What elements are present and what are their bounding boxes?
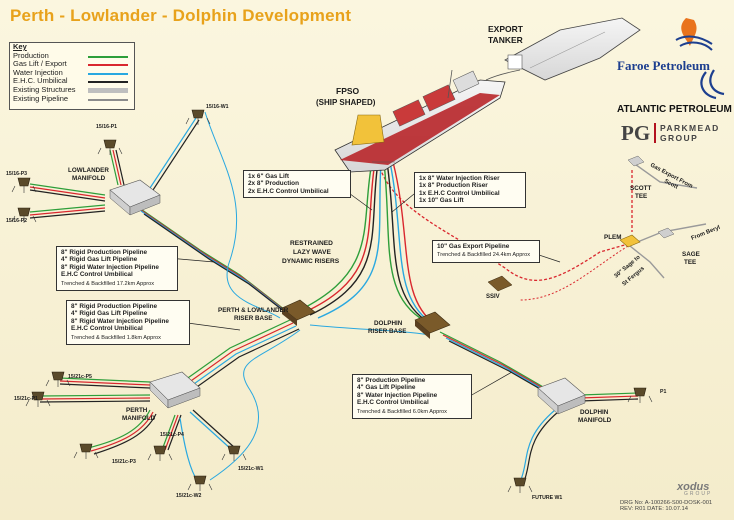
riser-callout-left: 1x 6" Gas Lift 2x 8" Production 2x E.H.C… (243, 170, 351, 199)
well-label: 15/16-P3 (6, 171, 27, 177)
perth-lowlander-riser-base-label-1: PERTH & LOWLANDER (218, 307, 289, 314)
riser-callout-right: 1x 8" Water Injection Riser 1x 8" Produc… (414, 172, 526, 208)
leader-lines (167, 187, 561, 397)
dolphin-manifold-label-2: MANIFOLD (578, 417, 612, 424)
risers-label-2: LAZY WAVE (293, 249, 331, 256)
sage-tee-label-1: SAGE (682, 251, 700, 258)
existing-tees (627, 155, 675, 239)
perth-pipelines-note: Trenched & Backfilled 1.8km Approx (71, 334, 161, 341)
perth-flowlines (39, 319, 301, 483)
drawing-info: DRG No: A-100266-S00-DOSK-001 REV: R01 D… (620, 500, 713, 513)
xodus-logo: xodus (677, 481, 710, 493)
scott-tee-label-2: TEE (635, 193, 647, 200)
xodus-logo-sub: GROUP (684, 491, 713, 497)
structure-labels: LOWLANDER MANIFOLD PERTH & LOWLANDER RIS… (68, 167, 700, 424)
fpso-label-1: FPSO (336, 86, 360, 96)
legend-item-existing-structures: Existing Structures (10, 85, 134, 95)
lowlander-manifold-label-1: LOWLANDER (68, 167, 109, 174)
faroe-petroleum-logo-mark (675, 18, 713, 51)
legend-item-production: Production (10, 51, 134, 61)
well-label: 15/16-P1 (96, 124, 117, 130)
well-label: 15/21c-W2 (176, 493, 201, 499)
well-label: 15/21c-P3 (112, 459, 136, 465)
ssiv-label: SSIV (486, 294, 500, 300)
fpso-vessel (334, 69, 506, 173)
export-tanker-label-2: TANKER (488, 35, 523, 45)
ssiv-structure (487, 275, 513, 292)
well-label: 15/21c-P1 (14, 396, 38, 402)
dolphin-pipelines-note: Trenched & Backfilled 6.0km Approx (357, 408, 447, 415)
well-label: 15/21c-P4 (160, 432, 184, 438)
faroe-petroleum-logo: Faroe Petroleum (617, 58, 711, 73)
perth-pipelines-callout: 8" Rigid Production Pipeline 4" Rigid Ga… (66, 300, 190, 346)
parkmead-group-logo: PG PARKMEAD GROUP (621, 121, 727, 145)
well-label: 15/21c-P5 (68, 374, 92, 380)
atlantic-petroleum-logo-mark (700, 69, 725, 100)
dolphin-manifold-label-1: DOLPHIN (580, 409, 609, 416)
dolphin-pipelines-callout: 8" Production Pipeline 4" Gas Lift Pipel… (352, 374, 472, 420)
dolphin-riser-base-label-1: DOLPHIN (374, 320, 403, 327)
gas-export-pipeline (379, 167, 633, 301)
dolphin-manifold-structure (537, 377, 586, 415)
diagram-title: Perth - Lowlander - Dolphin Development (10, 6, 352, 25)
well-label: 15/21c-W1 (238, 466, 263, 472)
legend-item-water-injection: Water Injection (10, 68, 134, 78)
wellhead-trees (11, 109, 653, 493)
well-label: 15/16-P2 (6, 218, 27, 224)
fpso-label-2: (SHIP SHAPED) (316, 98, 376, 107)
sage-tee-label-2: TEE (684, 259, 696, 266)
plem-label: PLEM (604, 234, 622, 241)
dolphin-flowlines (309, 324, 639, 485)
legend-item-existing-pipeline: Existing Pipeline (10, 94, 134, 104)
scott-tee-label-1: SCOTT (630, 185, 651, 192)
perth-lowlander-riser-base-label-2: RISER BASE (234, 315, 273, 322)
lowlander-flowlines (29, 111, 295, 320)
plem-structure (619, 234, 641, 248)
gas-export-callout: 10" Gas Export Pipeline Trenched & Backf… (432, 240, 540, 263)
lowlander-pipelines-callout: 8" Rigid Production Pipeline 4" Rigid Ga… (56, 246, 178, 292)
lowlander-pipelines-note: Trenched & Backfilled 17.2km Approx (61, 280, 155, 287)
legend-heading: Key (13, 42, 27, 51)
from-beryl-label: From Beryl (691, 225, 722, 242)
export-tanker-label-1: EXPORT (488, 24, 524, 34)
risers-label-3: DYNAMIC RISERS (282, 258, 340, 265)
perth-manifold-label-1: PERTH (126, 407, 148, 414)
parkmead-mark: PG (621, 121, 651, 145)
route-labels: Gas Export From Scott From Beryl 30" Sag… (613, 162, 721, 287)
perth-lowlander-riser-base-structure (281, 299, 316, 326)
dolphin-riser-base-label-2: RISER BASE (368, 328, 407, 335)
lazy-wave-risers (299, 161, 436, 325)
risers-label-1: RESTRAINED (290, 240, 333, 247)
perth-manifold-label-2: MANIFOLD (122, 415, 156, 422)
legend-item-umbilical: E.H.C. Umbilical (10, 77, 134, 86)
export-tanker (485, 17, 641, 81)
legend: Key Production Gas Lift / Export Water I… (9, 42, 135, 110)
dolphin-riser-base-structure (414, 311, 451, 339)
well-label: FUTURE W1 (532, 495, 562, 501)
lowlander-manifold-structure (109, 179, 161, 216)
well-label: P1 (660, 389, 666, 395)
well-label: 15/16-W1 (206, 104, 229, 110)
perth-manifold-structure (149, 371, 201, 409)
legend-item-gas-lift: Gas Lift / Export (10, 59, 134, 69)
atlantic-petroleum-logo: ATLANTIC PETROLEUM (617, 104, 732, 115)
parkmead-text: PARKMEAD GROUP (654, 123, 720, 143)
well-labels: 15/16-P1 15/16-W1 15/16-P3 15/16-P2 15/2… (6, 104, 666, 501)
vessel-labels: EXPORT TANKER FPSO (SHIP SHAPED) (316, 24, 524, 107)
gas-export-note: Trenched & Backfilled 24.4km Approx (437, 252, 531, 259)
lowlander-manifold-label-2: MANIFOLD (72, 175, 106, 182)
